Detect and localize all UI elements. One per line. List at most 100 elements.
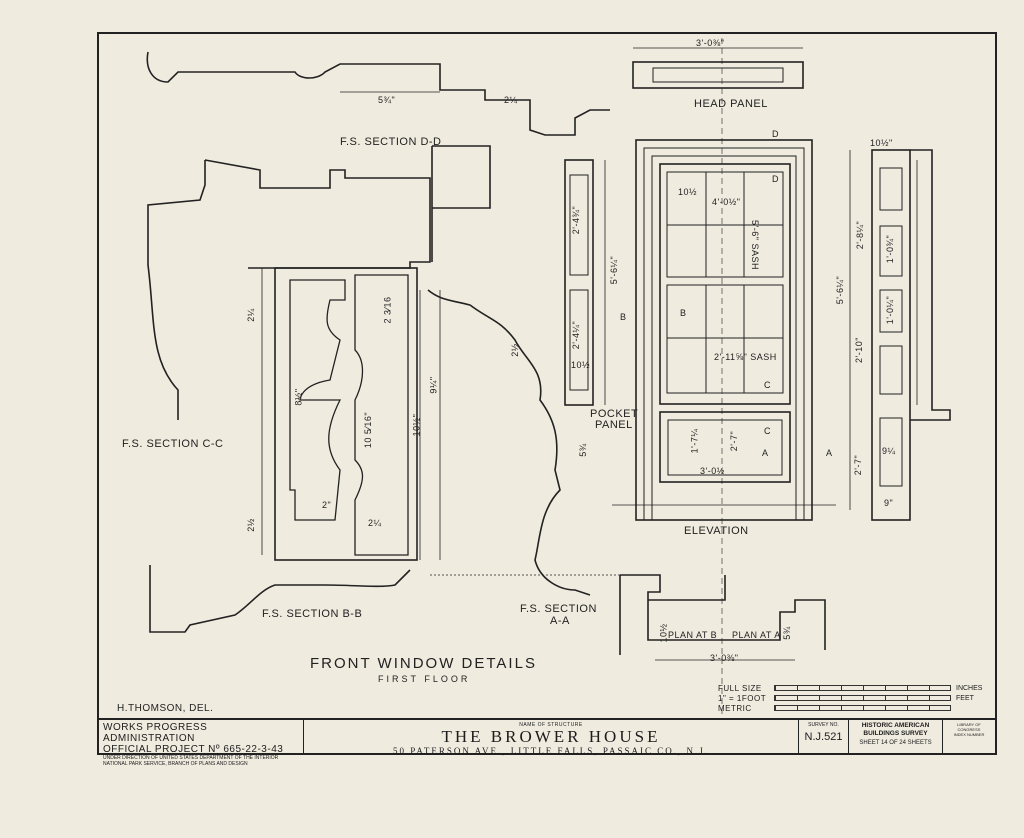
drawing-title: FRONT WINDOW DETAILS [310, 655, 537, 672]
label-plan-b: PLAN AT B [668, 630, 718, 640]
label-section-aa-2: A-A [550, 615, 570, 627]
pocket-panel [564, 159, 594, 406]
dim-dd-width: 5¾" [378, 95, 396, 105]
dim-plan-left: 10½ [658, 623, 669, 643]
scale-one-foot: 1" = 1FOOT [718, 693, 767, 703]
scale-full-size: FULL SIZE [718, 683, 762, 693]
structure-cell: NAME OF STRUCTURE THE BROWER HOUSE 50 PA… [304, 720, 799, 756]
marker-c-upper: C [764, 380, 771, 390]
dim-dd-small: 2¼ [504, 95, 518, 105]
label-section-bb: F.S. SECTION B-B [262, 608, 363, 620]
structure-address: 50 PATERSON AVE., LITTLE FALLS, PASSAIC … [392, 746, 710, 756]
marker-d-top: D [772, 129, 779, 139]
survey-caption: SURVEY NO. [808, 722, 839, 728]
dim-side-base-small: 9¼ [882, 446, 896, 456]
bb-base-profile [149, 565, 411, 633]
dim-side-base: 2'-7" [853, 454, 864, 476]
label-section-dd: F.S. SECTION D-D [340, 136, 442, 148]
dim-pocket-width: 10½ [571, 360, 591, 370]
delineator: H.THOMSON, DEL. [117, 703, 214, 714]
agency-line2: OFFICIAL PROJECT Nº 665-22-3-43 [103, 744, 284, 755]
marker-b-right: B [680, 308, 687, 318]
scale-unit-inches: INCHES [956, 684, 983, 692]
dim-bb-bottom: 2½ [245, 518, 256, 532]
plan-section [619, 574, 826, 655]
agency-line1: WORKS PROGRESS ADMINISTRATION [103, 722, 208, 744]
marker-a-inner: A [762, 448, 769, 458]
dim-side-width: 10½" [870, 138, 893, 148]
dim-side-9: 9" [884, 498, 894, 508]
label-head-panel: HEAD PANEL [694, 98, 768, 110]
drawing-subtitle: FIRST FLOOR [378, 674, 471, 684]
dim-bb-top2: 2 3⁄16 [382, 296, 393, 324]
loc-line2: INDEX NUMBER [953, 732, 985, 737]
dim-side-total: 5'-6¼" [835, 275, 846, 305]
scale-metric: METRIC [718, 703, 752, 713]
dim-plan-right: 5¾ [781, 626, 792, 640]
dim-bb-small: 2" [322, 500, 332, 510]
dim-bb-height1: 10½" [411, 413, 422, 437]
section-aa-profile [427, 289, 591, 596]
bb-outer-frame [274, 267, 418, 561]
marker-d-inner: D [772, 174, 779, 184]
dim-sash-height: 5'-6" SASH [749, 220, 760, 270]
dim-side-panel1: 1'-0¾" [885, 234, 896, 264]
structure-name: THE BROWER HOUSE [441, 727, 661, 746]
agency-line4: NATIONAL PARK SERVICE, BRANCH OF PLANS A… [103, 761, 248, 767]
title-block: WORKS PROGRESS ADMINISTRATION OFFICIAL P… [99, 718, 995, 767]
section-dd-profile [146, 51, 610, 136]
dim-side-lower: 2'-10" [853, 337, 864, 363]
dim-pocket-upper: 2'-4¾" [571, 205, 582, 235]
dim-bb-inner: 10 5⁄16" [363, 411, 374, 449]
dim-upper-sash-note: 10½ [678, 187, 698, 197]
loc-line1: LIBRARY OF CONGRESS [957, 722, 981, 732]
dim-plan-width: 3'-0⅜" [710, 653, 739, 663]
label-elevation: ELEVATION [684, 525, 749, 537]
scale-unit-feet: FEET [956, 694, 974, 702]
scale-bar-full [774, 685, 951, 691]
dim-aa-width: 5¾ [577, 443, 588, 457]
scale-bar-metric [774, 705, 951, 711]
dim-bb-height2: 9¼" [428, 376, 439, 394]
elevation-window [612, 139, 836, 521]
habs-line2: BUILDINGS SURVEY [863, 730, 928, 737]
survey-cell: SURVEY NO. N.J.521 [799, 720, 849, 755]
cc-top-box [431, 145, 491, 262]
dim-pocket-lower: 2'-4¼" [571, 320, 582, 350]
head-panel [632, 61, 804, 89]
dim-aa-small: 2½ [509, 343, 520, 357]
scale-bar-foot [774, 695, 951, 701]
label-pocket-2: PANEL [595, 419, 633, 431]
dim-side-panel2: 1'-0¼" [885, 295, 896, 325]
habs-cell: HISTORIC AMERICAN BUILDINGS SURVEY SHEET… [849, 720, 943, 755]
marker-c-lower: C [764, 426, 771, 436]
dim-bb-small2: 2¼ [368, 518, 382, 528]
bb-right-profile [354, 274, 409, 556]
dim-sash-width: 2'-11⅝" SASH [714, 352, 777, 362]
marker-a-outer: A [826, 448, 833, 458]
habs-line1: HISTORIC AMERICAN [861, 722, 930, 729]
section-cc-profile [147, 159, 431, 420]
name-caption: NAME OF STRUCTURE [519, 722, 583, 728]
loc-cell: LIBRARY OF CONGRESS INDEX NUMBER [943, 720, 995, 755]
dim-head-width: 3'-0⅜" [696, 38, 725, 48]
label-pocket-1: POCKET [590, 408, 639, 420]
side-section [849, 149, 951, 521]
graphic-scale: FULL SIZE INCHES 1" = 1FOOT FEET METRIC [718, 683, 982, 713]
dim-bb-mid: 8½" [293, 388, 304, 406]
dim-side-upper: 2'-8¼" [855, 220, 866, 250]
dim-bb-top: 2¼ [245, 308, 256, 322]
bb-left-profile [289, 279, 346, 521]
dim-upper-sash: 4'-0½" [712, 197, 741, 207]
dim-lower-panel-width: 3'-0½ [700, 466, 725, 476]
label-section-cc: F.S. SECTION C-C [122, 438, 224, 450]
agency-cell: WORKS PROGRESS ADMINISTRATION OFFICIAL P… [99, 720, 304, 767]
sheet-border [97, 32, 997, 755]
dim-pocket-height: 5'-6¼" [609, 255, 620, 285]
label-plan-a: PLAN AT A [732, 630, 781, 640]
sheet-number: SHEET 14 OF 24 SHEETS [859, 740, 932, 746]
label-section-aa-1: F.S. SECTION [520, 603, 597, 615]
agency-line3: UNDER DIRECTION OF UNITED STATES DEPARTM… [103, 755, 279, 761]
